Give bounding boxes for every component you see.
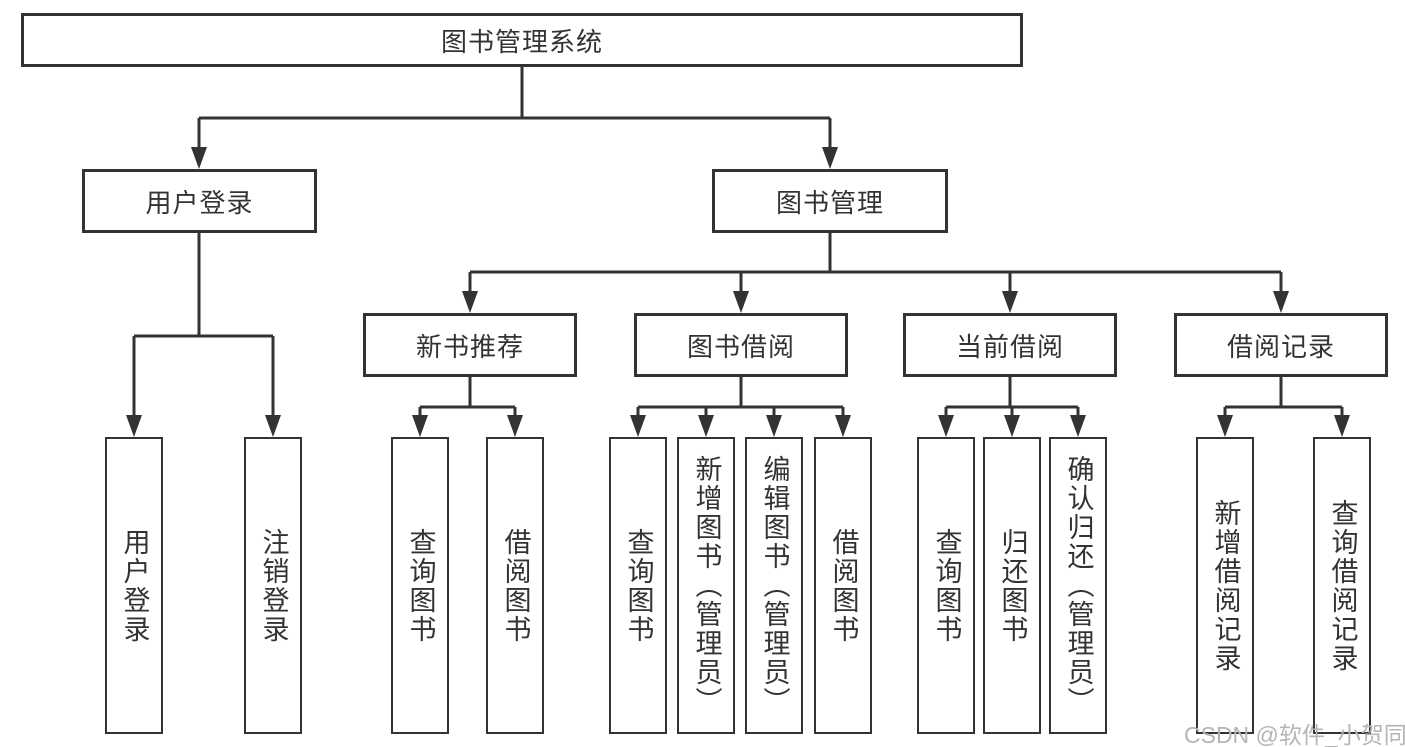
leaf-edit-book-admin-label: 编辑图书（管理员） <box>759 455 790 716</box>
node-borrow-record: 借阅记录 <box>1174 313 1388 377</box>
leaf-edit-book-admin: 编辑图书（管理员） <box>745 437 803 734</box>
leaf-confirm-return-admin: 确认归还（管理员） <box>1049 437 1107 734</box>
leaf-return-book: 归还图书 <box>983 437 1041 734</box>
leaf-borrow-book: 借阅图书 <box>814 437 872 734</box>
leaf-confirm-return-admin-label: 确认归还（管理员） <box>1063 455 1094 716</box>
leaf-user-login-label: 用户登录 <box>119 527 150 644</box>
node-current-borrow-label: 当前借阅 <box>955 331 1064 362</box>
node-new-book-recommend: 新书推荐 <box>363 313 577 377</box>
leaf-query-borrow-record: 查询借阅记录 <box>1313 437 1371 734</box>
leaf-return-book-label: 归还图书 <box>997 527 1028 644</box>
leaf-query-book-recommend: 查询图书 <box>391 437 449 734</box>
leaf-user-login: 用户登录 <box>105 437 163 734</box>
node-new-book-recommend-label: 新书推荐 <box>415 331 524 362</box>
leaf-logout-login: 注销登录 <box>244 437 302 734</box>
leaf-query-book-current: 查询图书 <box>917 437 975 734</box>
node-book-borrow-label: 图书借阅 <box>686 331 795 362</box>
node-book-management-label: 图书管理 <box>775 187 884 218</box>
leaf-borrow-book-recommend-label: 借阅图书 <box>500 527 531 644</box>
node-root: 图书管理系统 <box>21 13 1023 67</box>
connector-shafts <box>132 67 1344 417</box>
leaf-query-book-borrow-label: 查询图书 <box>623 527 654 644</box>
leaf-add-borrow-record: 新增借阅记录 <box>1196 437 1254 734</box>
watermark: CSDN @软件_小贺同学 <box>1184 722 1405 747</box>
node-book-borrow: 图书借阅 <box>634 313 848 377</box>
leaf-query-book-recommend-label: 查询图书 <box>405 527 436 644</box>
leaf-query-borrow-record-label: 查询借阅记录 <box>1327 498 1358 673</box>
node-book-management: 图书管理 <box>712 169 948 233</box>
node-user-login: 用户登录 <box>82 169 317 233</box>
leaf-add-book-admin-label: 新增图书（管理员） <box>691 455 722 716</box>
leaf-query-book-current-label: 查询图书 <box>931 527 962 644</box>
leaf-logout-login-label: 注销登录 <box>258 527 289 644</box>
node-borrow-record-label: 借阅记录 <box>1226 331 1335 362</box>
leaf-borrow-book-label: 借阅图书 <box>828 527 859 644</box>
node-root-label: 图书管理系统 <box>440 26 603 57</box>
leaf-add-borrow-record-label: 新增借阅记录 <box>1210 498 1241 673</box>
leaf-query-book-borrow: 查询图书 <box>609 437 667 734</box>
leaf-borrow-book-recommend: 借阅图书 <box>486 437 544 734</box>
node-user-login-label: 用户登录 <box>145 187 254 218</box>
arrowheads <box>126 147 1350 437</box>
leaf-add-book-admin: 新增图书（管理员） <box>677 437 735 734</box>
node-current-borrow: 当前借阅 <box>903 313 1117 377</box>
